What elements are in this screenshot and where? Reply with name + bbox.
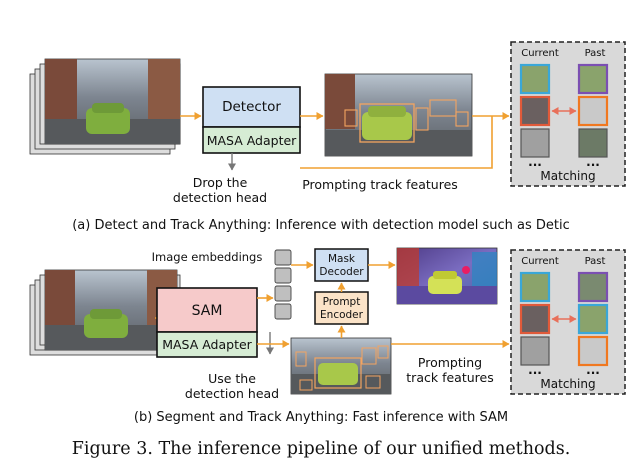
past-thumb-1-a [577, 63, 609, 95]
image-embeddings-stack [274, 249, 292, 320]
detector-label: Detector [222, 99, 281, 115]
current-thumb-3-a [520, 128, 550, 158]
matching-panel-b: Current Past ... ... Matching [510, 249, 626, 395]
past-thumb-2-a [577, 95, 609, 127]
current-thumb-3-b [520, 336, 550, 366]
input-video-frames-a [29, 58, 181, 155]
matching-label-b: Matching [540, 377, 595, 391]
current-thumb-2-b [519, 303, 551, 335]
ellipsis-right-b: ... [586, 363, 600, 377]
matching-panel-a: Current Past ... ... Matching [510, 41, 626, 187]
use-head-label-line2: detection head [185, 386, 279, 401]
current-thumb-2-a [519, 95, 551, 127]
use-head-label-line1: Use the [208, 371, 256, 386]
current-thumb-1-a [519, 63, 551, 95]
mask-decoder-label-line2: Decoder [319, 266, 364, 278]
image-embeddings-label: Image embeddings [152, 250, 263, 264]
caption-a: (a) Detect and Track Anything: Inference… [72, 218, 570, 233]
current-label-a: Current [521, 48, 559, 59]
ellipsis-right-a: ... [586, 155, 600, 169]
figure-caption: Figure 3. The inference pipeline of our … [72, 439, 571, 459]
detection-result-image-b [290, 337, 392, 395]
past-label-b: Past [585, 256, 606, 267]
masa-adapter-label-a: MASA Adapter [207, 133, 297, 148]
matching-label-a: Matching [540, 169, 595, 183]
mask-decoder-label-line1: Mask [328, 253, 356, 265]
past-thumb-3-b [577, 335, 609, 367]
current-thumb-1-b [519, 271, 551, 303]
past-thumb-1-b [577, 271, 609, 303]
ellipsis-left-b: ... [528, 363, 542, 377]
segmentation-output-image [396, 247, 498, 305]
prompting-track-features-label-b-line1: Prompting [418, 355, 482, 370]
caption-b: (b) Segment and Track Anything: Fast inf… [134, 410, 508, 425]
drop-head-label-line1: Drop the [193, 175, 248, 190]
current-label-b: Current [521, 256, 559, 267]
past-thumb-3-a [578, 128, 608, 158]
masa-adapter-label-b: MASA Adapter [162, 337, 252, 352]
masa-adapter-box-a [202, 126, 301, 154]
sam-label: SAM [192, 303, 223, 319]
detection-result-image-a [324, 73, 473, 157]
past-thumb-2-b [577, 303, 609, 335]
prompting-track-features-label-a: Prompting track features [302, 177, 458, 192]
ellipsis-left-a: ... [528, 155, 542, 169]
street-frame-a [44, 58, 181, 145]
sam-box [156, 287, 258, 333]
drop-head-label-line2: detection head [173, 190, 267, 205]
panel-a: Detector MASA Adapter Drop the detection… [29, 41, 626, 233]
past-label-a: Past [585, 48, 606, 59]
prompt-encoder-label-line2: Encoder [320, 309, 364, 321]
panel-b: Image embeddings SAM MASA Adapter [29, 247, 626, 425]
prompting-track-features-label-b-line2: track features [406, 370, 493, 385]
prompt-encoder-label-line1: Prompt [323, 296, 361, 308]
masa-adapter-box-b [156, 331, 258, 358]
